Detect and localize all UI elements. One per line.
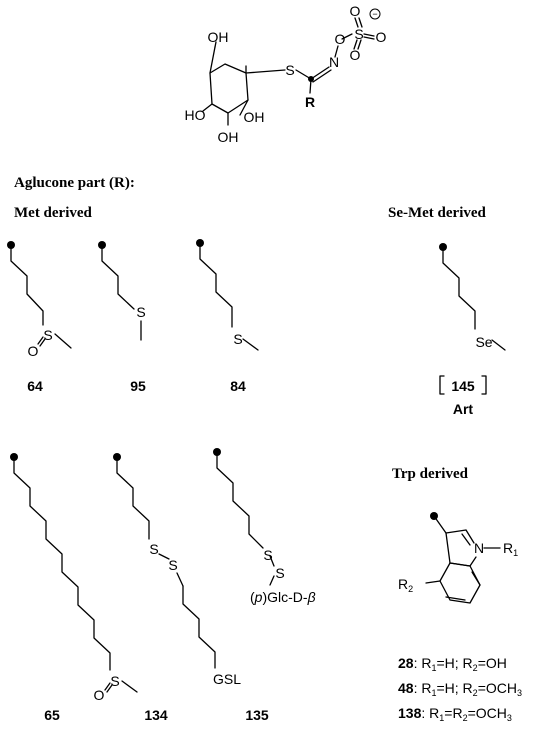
trp-variants-list: 28: R1=H; R2=OH 48: R1=H; R2=OCH3 138: R… [398, 655, 522, 723]
compound-84-sulfur: S [233, 331, 242, 347]
oh-label-right: OH [244, 109, 265, 125]
compound-65-oxygen: O [94, 687, 105, 703]
compound-95-structure: S 95 [98, 241, 146, 394]
compound-64-oxygen: O [28, 343, 39, 359]
compound-64-sulfur: S [43, 327, 52, 343]
r-group-label: R [305, 94, 315, 110]
compound-145-structure: Se 145 Art [439, 243, 506, 417]
glucosinolate-core-structure: − OH HO OH OH S N O S O O O R [185, 3, 387, 145]
trp-indole-structure: N R1 R2 [398, 512, 518, 604]
trp-derived-heading: Trp derived [392, 466, 469, 482]
compound-134-sulfur-1: S [149, 541, 158, 557]
compound-95-sulfur: S [136, 304, 145, 320]
compound-145-name: Art [453, 401, 474, 417]
compound-145-selenium: Se [475, 334, 492, 350]
charge-sign: − [372, 9, 377, 19]
sulfonate-oxygen-right: O [376, 29, 387, 45]
oxygen-label: O [335, 31, 346, 47]
trp-variant-138: 138: R1=R2=OCH3 [398, 705, 512, 723]
compound-135-glc-label: (p)Glc-D-β [250, 589, 316, 605]
compound-95-number: 95 [130, 378, 146, 394]
compound-135-sulfur-1: S [263, 547, 272, 563]
oh-label-bottom: OH [218, 129, 239, 145]
compound-135-sulfur-2: S [275, 565, 284, 581]
compound-64-structure: S O 64 [7, 241, 72, 394]
compound-65-number: 65 [44, 707, 60, 723]
trp-variant-28: 28: R1=H; R2=OH [398, 655, 507, 673]
compound-65-structure: S O 65 [10, 453, 138, 723]
trp-variant-48: 48: R1=H; R2=OCH3 [398, 680, 522, 698]
compound-84-number: 84 [230, 378, 246, 394]
sulfonate-sulfur-label: S [354, 26, 363, 42]
compound-135-number: 135 [245, 707, 269, 723]
compound-145-number: 145 [451, 378, 475, 394]
compound-64-number: 64 [27, 378, 43, 394]
semet-derived-heading: Se-Met derived [388, 205, 487, 221]
compound-134-sulfur-2: S [168, 557, 177, 573]
compound-65-sulfur: S [110, 673, 119, 689]
thio-sulfur-label: S [285, 62, 294, 78]
trp-r2-label: R2 [398, 576, 413, 594]
compound-134-structure: S S GSL 134 [113, 453, 241, 723]
compound-134-number: 134 [144, 707, 168, 723]
oh-label-top: OH [208, 29, 229, 45]
compound-135-glc-beta: β [307, 589, 316, 605]
compound-135-glc: Glc-D- [267, 589, 308, 605]
met-derived-heading: Met derived [14, 205, 93, 221]
aglucone-heading: Aglucone part (R): [14, 175, 135, 191]
sulfonate-oxygen-bottom: O [350, 47, 361, 63]
trp-nitrogen: N [474, 540, 484, 556]
ho-label-left: HO [185, 107, 206, 123]
compound-134-gsl: GSL [213, 671, 241, 687]
compound-135-glc-p: p [254, 589, 263, 605]
trp-r1-label: R1 [503, 540, 518, 558]
nitrogen-label: N [329, 54, 339, 70]
compound-135-structure: S S (p)Glc-D-β 135 [213, 448, 316, 723]
sulfonate-oxygen-top: O [350, 3, 361, 19]
compound-84-structure: S 84 [196, 239, 259, 394]
